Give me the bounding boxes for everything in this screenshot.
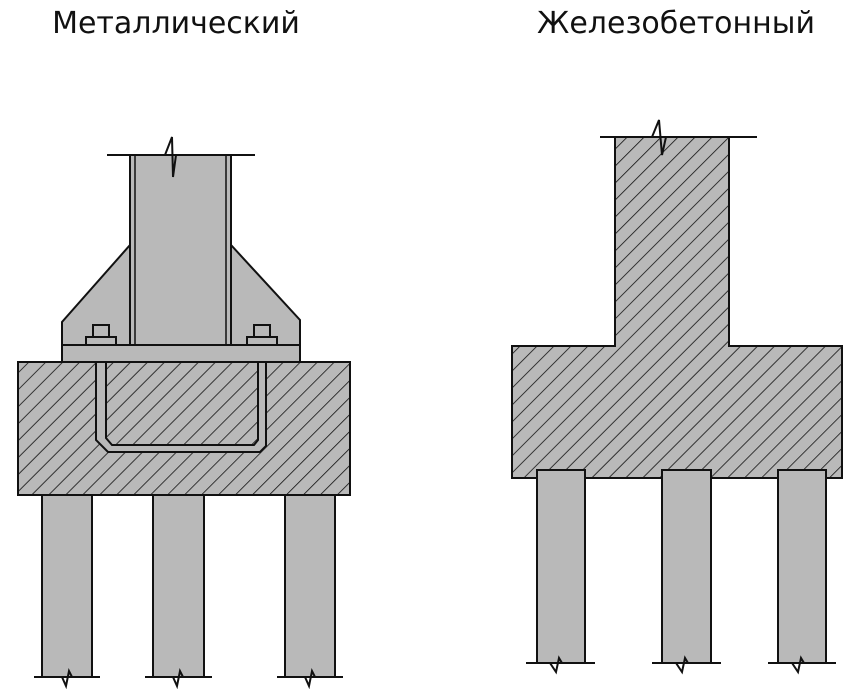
break-line [768, 655, 836, 675]
metal-grillage [17, 136, 351, 689]
bolt-nut-right [246, 324, 278, 346]
pile [152, 486, 205, 678]
pile [41, 486, 93, 678]
pile [777, 469, 827, 664]
break-line [652, 655, 721, 675]
steel-column [129, 154, 232, 346]
pile [536, 469, 586, 664]
break-line [526, 655, 595, 675]
concrete-grillage [511, 119, 843, 675]
pile [661, 469, 712, 664]
title-concrete-grillage: Железобетонный [537, 6, 815, 41]
break-line [107, 136, 255, 178]
bolt-nut-left [85, 324, 117, 346]
pile [284, 486, 336, 678]
break-line [145, 667, 212, 689]
break-line [277, 667, 343, 689]
concrete-column-and-cap [511, 136, 843, 479]
break-line [600, 119, 757, 156]
pile-cap [17, 361, 351, 496]
break-line [34, 667, 100, 689]
metal-piles [34, 486, 343, 689]
title-metal-grillage: Металлический [52, 6, 300, 41]
concrete-piles [526, 469, 836, 675]
